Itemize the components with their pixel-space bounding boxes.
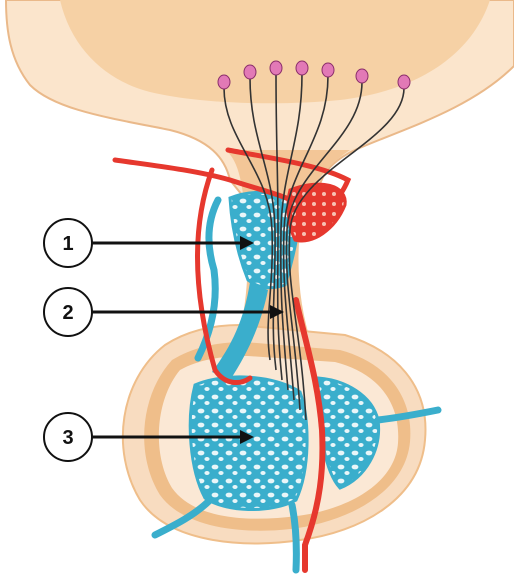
callout-label-3: 3 (62, 427, 73, 449)
neuron-cell-body (218, 75, 230, 89)
neuron-cell-body (356, 69, 368, 83)
neuron-cell-body (296, 61, 308, 75)
neuron-cell-body (322, 63, 334, 77)
neuron-cell-body (270, 61, 282, 75)
neuron-cell-body (398, 75, 410, 89)
callout-label-2: 2 (62, 302, 73, 324)
arterial-plexus (288, 184, 345, 241)
callout-label-1: 1 (62, 233, 73, 255)
secondary-capillary-plexus (190, 377, 307, 510)
hypophyseal-vein-center (292, 505, 296, 570)
neuron-cell-body (244, 65, 256, 79)
callout-1: 1 (44, 219, 254, 267)
